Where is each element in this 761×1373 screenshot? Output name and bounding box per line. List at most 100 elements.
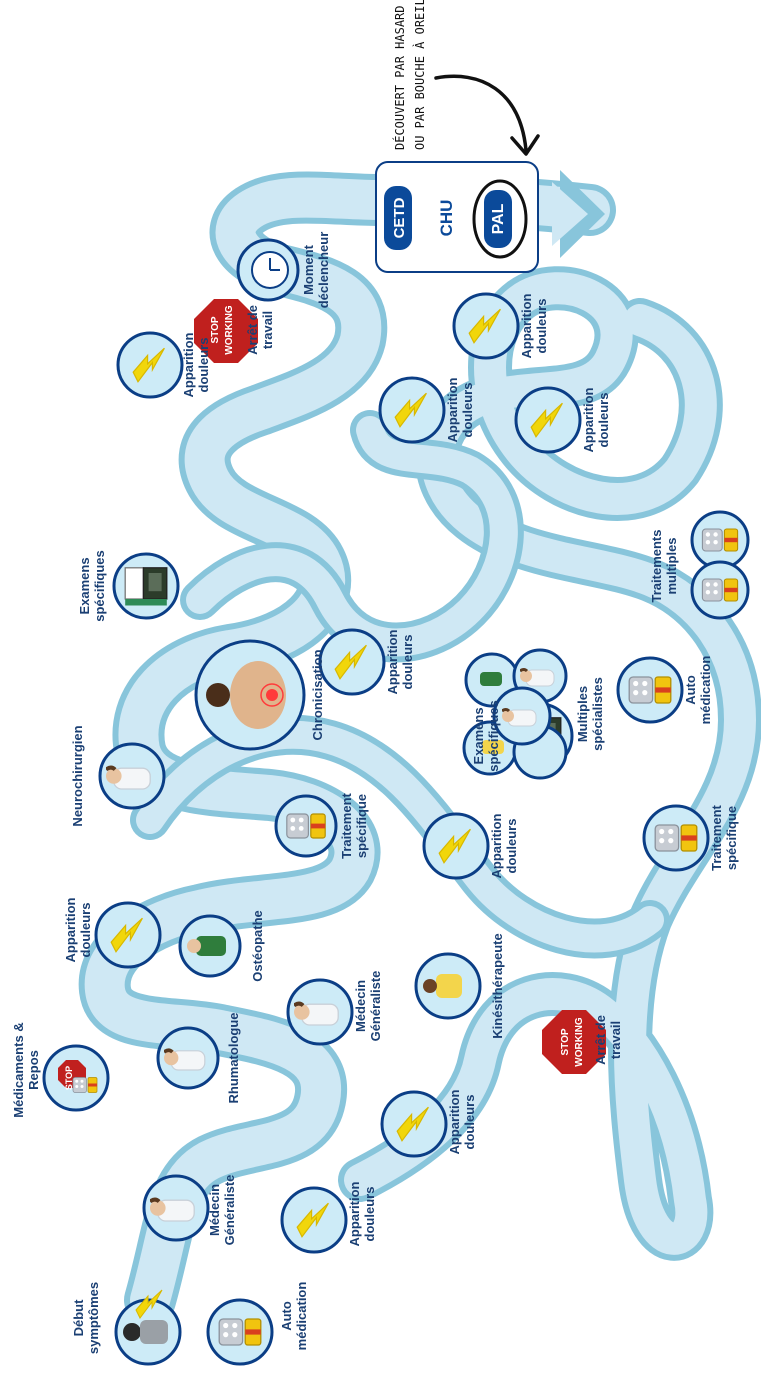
label-medrepos: Médicaments &Repos bbox=[11, 1022, 41, 1117]
label-traitmult: Traitementsmultiples bbox=[649, 530, 679, 603]
chu-label: CHU bbox=[437, 200, 456, 237]
label-chron-line: Chronicisation bbox=[310, 649, 325, 740]
label-multi: Multiplesspécialistes bbox=[575, 677, 605, 751]
node-chronicisation bbox=[196, 641, 304, 749]
label-examens1: Examensspécifiques bbox=[77, 550, 107, 622]
label-app6: Apparitiondouleurs bbox=[181, 332, 211, 397]
label-multi-line: Multiples bbox=[575, 686, 590, 742]
label-app1-line: Apparition bbox=[347, 1181, 362, 1246]
label-medgen2-line: Généraliste bbox=[368, 971, 383, 1042]
label-auto1-line: médication bbox=[294, 1282, 309, 1351]
label-app5: Apparitiondouleurs bbox=[385, 629, 415, 694]
label-automed2: Automédication bbox=[683, 656, 713, 725]
label-medgen1: MédecinGénéraliste bbox=[207, 1175, 237, 1246]
label-app8-line: douleurs bbox=[534, 299, 549, 354]
label-trait1-line: Traitement bbox=[339, 792, 354, 858]
node-auto-medication-2 bbox=[618, 658, 682, 722]
label-app3-line: douleurs bbox=[462, 1095, 477, 1150]
label-arret1: Arrêt detravail bbox=[593, 1015, 623, 1065]
label-app4: Apparitiondouleurs bbox=[489, 813, 519, 878]
label-automed2-line: Auto bbox=[683, 675, 698, 705]
label-examens1-line: Examens bbox=[77, 557, 92, 614]
stop-sign-text-1: STOP bbox=[64, 1066, 74, 1090]
label-app1: Apparitiondouleurs bbox=[347, 1181, 377, 1246]
label-rhumato-line: Rhumatologue bbox=[226, 1013, 241, 1104]
label-examens2-line: spécifiques bbox=[486, 700, 501, 772]
label-arret1-line: Arrêt de bbox=[593, 1015, 608, 1065]
label-app8-line: Apparition bbox=[519, 293, 534, 358]
label-traitmult-line: multiples bbox=[664, 537, 679, 594]
label-automed2-line: médication bbox=[698, 656, 713, 725]
label-osteo-line: Ostéopathe bbox=[250, 910, 265, 982]
stop-working-1-line2: WORKING bbox=[574, 1017, 585, 1067]
label-app2: Apparitiondouleurs bbox=[63, 897, 93, 962]
label-app5-line: Apparition bbox=[385, 629, 400, 694]
node-examens-specifiques-1 bbox=[114, 554, 178, 618]
label-app2-line: douleurs bbox=[78, 903, 93, 958]
label-traitmult-line: Traitements bbox=[649, 530, 664, 603]
node-apparition-douleurs-4 bbox=[424, 814, 488, 878]
label-app3-line: Apparition bbox=[447, 1089, 462, 1154]
node-rhumatologue bbox=[158, 1028, 218, 1088]
node-apparition-douleurs-2 bbox=[96, 903, 160, 967]
label-app2-line: Apparition bbox=[63, 897, 78, 962]
label-app7-line: Apparition bbox=[445, 377, 460, 442]
label-neuro-line: Neurochirurgien bbox=[70, 725, 85, 826]
label-rhumato: Rhumatologue bbox=[226, 1013, 241, 1104]
node-apparition-douleurs-3 bbox=[382, 1092, 446, 1156]
label-medgen1-line: Médecin bbox=[207, 1184, 222, 1236]
label-trait2: Traitementspécifique bbox=[709, 804, 739, 870]
label-app9-line: Apparition bbox=[581, 387, 596, 452]
stop-working-2-line2: WORKING bbox=[224, 305, 235, 355]
annotation: DÉCOUVERT PAR HASARD OU PAR BOUCHE À ORE… bbox=[392, 0, 538, 154]
label-auto1: Automédication bbox=[279, 1282, 309, 1351]
label-kine-line: Kinésithérapeute bbox=[490, 933, 505, 1038]
label-trait1: Traitementspécifique bbox=[339, 792, 369, 858]
label-medgen1-line: Généraliste bbox=[222, 1175, 237, 1246]
label-multi-line: spécialistes bbox=[590, 677, 605, 751]
label-medgen2-line: Médecin bbox=[353, 980, 368, 1032]
node-kinesitherapeute bbox=[416, 954, 480, 1018]
node-apparition-douleurs-7 bbox=[380, 378, 444, 442]
node-apparition-douleurs-1 bbox=[282, 1188, 346, 1252]
label-moment-line: Moment bbox=[301, 244, 316, 295]
label-app7-line: douleurs bbox=[460, 383, 475, 438]
label-examens2: Examensspécifiques bbox=[471, 700, 501, 772]
node-traitement-specifique-2 bbox=[644, 806, 708, 870]
node-auto-medication-1 bbox=[208, 1300, 272, 1364]
node-apparition-douleurs-5 bbox=[320, 630, 384, 694]
node-moment-declencheur bbox=[238, 240, 298, 300]
annotation-line-2: OU PAR BOUCHE À OREILLE bbox=[412, 0, 427, 150]
node-apparition-douleurs-8 bbox=[454, 294, 518, 358]
node-medecin-generaliste-1 bbox=[144, 1176, 208, 1240]
node-neurochirurgien bbox=[100, 744, 164, 808]
pal-badge: PAL bbox=[490, 203, 507, 234]
label-app6-line: Apparition bbox=[181, 332, 196, 397]
label-trait2-line: Traitement bbox=[709, 804, 724, 870]
label-app6-line: douleurs bbox=[196, 338, 211, 393]
label-medrepos-line: Repos bbox=[26, 1050, 41, 1090]
label-app8: Apparitiondouleurs bbox=[519, 293, 549, 358]
label-chron: Chronicisation bbox=[310, 649, 325, 740]
node-medecin-generaliste-2 bbox=[288, 980, 352, 1044]
node-osteopathe bbox=[180, 916, 240, 976]
node-apparition-douleurs-6 bbox=[118, 333, 182, 397]
label-app9: Apparitiondouleurs bbox=[581, 387, 611, 452]
label-debut-line: symptômes bbox=[86, 1282, 101, 1354]
label-kine: Kinésithérapeute bbox=[490, 933, 505, 1038]
label-app3: Apparitiondouleurs bbox=[447, 1089, 477, 1154]
label-neuro: Neurochirurgien bbox=[70, 725, 85, 826]
cetd-badge: CETD bbox=[391, 197, 408, 238]
label-app7: Apparitiondouleurs bbox=[445, 377, 475, 442]
label-debut-line: Début bbox=[71, 1299, 86, 1337]
node-traitements-multiples bbox=[692, 512, 748, 618]
label-app1-line: douleurs bbox=[362, 1187, 377, 1242]
label-app4-line: douleurs bbox=[504, 819, 519, 874]
label-arret2-line: Arrêt de bbox=[245, 305, 260, 355]
stop-working-1-line1: STOP bbox=[560, 1028, 571, 1055]
destination-box: CETD CHU PAL bbox=[376, 162, 538, 272]
label-medrepos-line: Médicaments & bbox=[11, 1022, 26, 1117]
label-debut: Débutsymptômes bbox=[71, 1282, 101, 1354]
label-medgen2: MédecinGénéraliste bbox=[353, 971, 383, 1042]
